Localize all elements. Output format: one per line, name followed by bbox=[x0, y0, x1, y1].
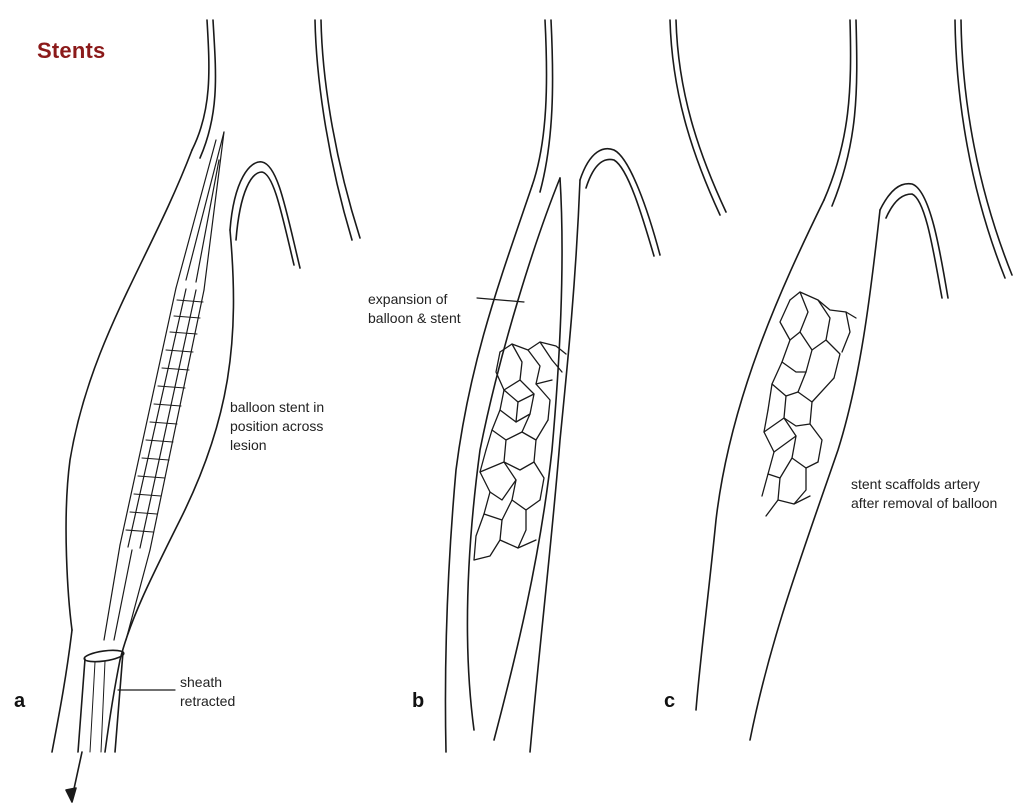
panel-c-artery bbox=[696, 20, 1012, 740]
panel-label-b: b bbox=[412, 690, 424, 713]
panel-a-artery bbox=[52, 20, 360, 752]
panel-b-artery bbox=[445, 20, 726, 752]
callout-sheath-retracted: sheath retracted bbox=[180, 673, 235, 711]
callout-expansion-balloon-stent: expansion of balloon & stent bbox=[368, 290, 461, 328]
callout-balloon-stent-position: balloon stent in position across lesion bbox=[230, 398, 324, 455]
panel-a-balloon-stent bbox=[104, 132, 224, 640]
panel-label-a: a bbox=[14, 690, 25, 713]
callout-stent-scaffolds-artery: stent scaffolds artery after removal of … bbox=[851, 475, 997, 513]
panel-b-leader-lines bbox=[477, 298, 524, 302]
panel-a-sheath bbox=[66, 648, 125, 802]
panel-c-stent-mesh bbox=[762, 292, 856, 516]
panel-label-c: c bbox=[664, 690, 675, 713]
